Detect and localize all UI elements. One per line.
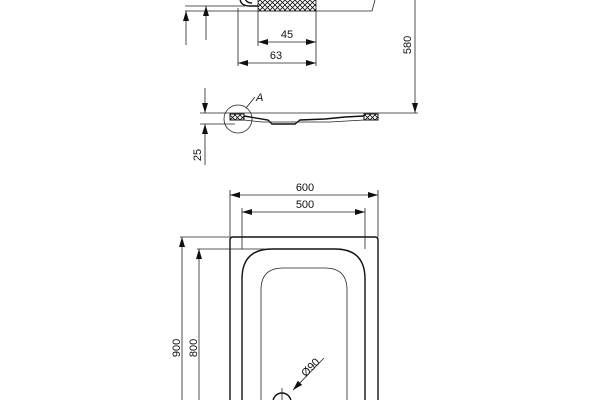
dim-25: 25 xyxy=(192,149,204,161)
dim-800: 800 xyxy=(188,339,200,357)
dim-500: 500 xyxy=(296,199,314,211)
plan-view: 600 500 900 800 Ø90 xyxy=(171,182,379,400)
dim-900: 900 xyxy=(171,339,183,357)
dim-63: 63 xyxy=(270,50,282,62)
dim-45: 45 xyxy=(281,29,293,41)
detail-label-a: A xyxy=(255,92,263,104)
dim-drain-diameter: Ø90 xyxy=(299,356,322,379)
side-view: A 25 xyxy=(192,88,418,165)
section-detail: 45 63 580 xyxy=(183,0,418,113)
dim-580: 580 xyxy=(402,36,414,54)
dim-600: 600 xyxy=(296,182,314,194)
